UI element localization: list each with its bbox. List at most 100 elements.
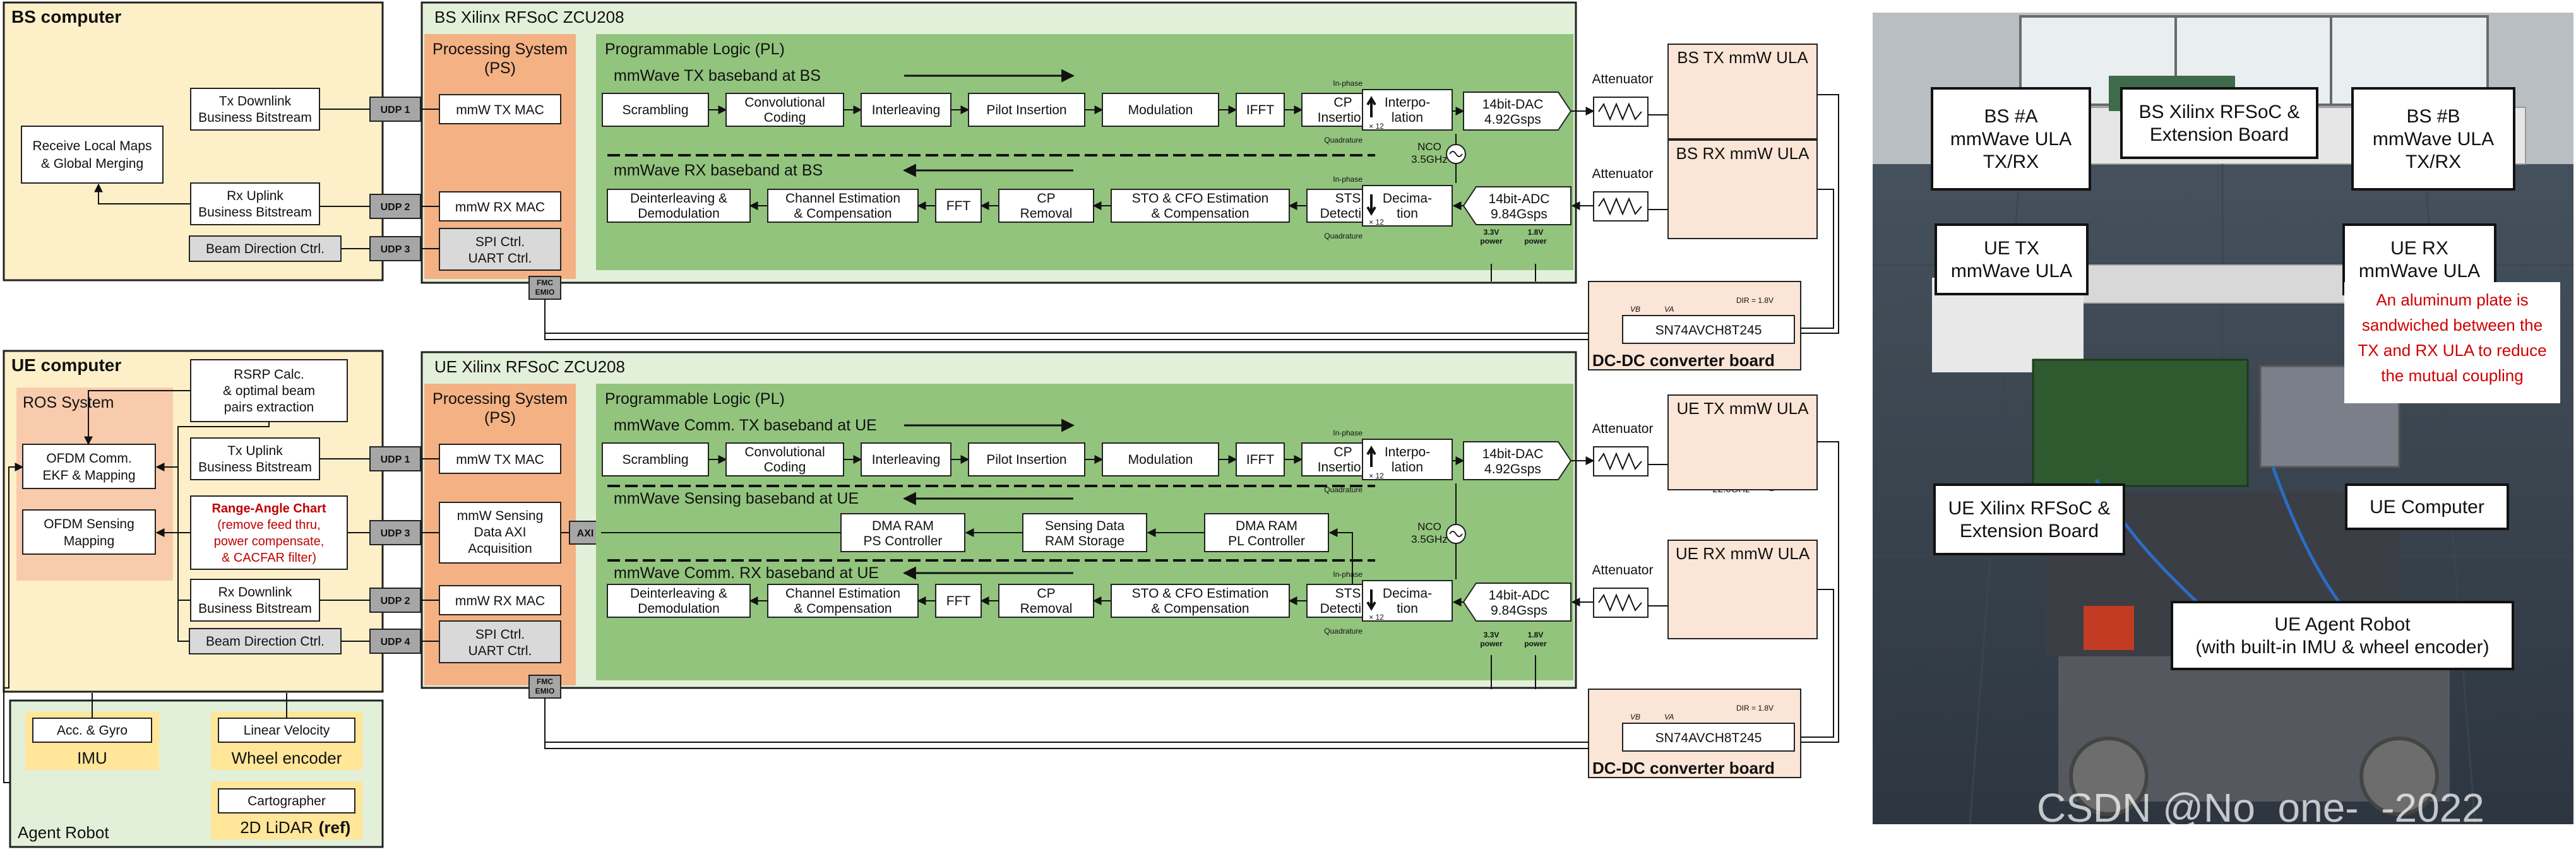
ue-rx-mac: mmW RX MAC (439, 585, 561, 615)
attenuator-tx: Attenuator (1592, 72, 1653, 127)
bs-computer-panel: BS computer Tx Downlink Business Bitstre… (3, 1, 421, 281)
ros-title: ROS System (23, 394, 114, 411)
svg-text:Modulation: Modulation (1128, 453, 1193, 467)
svg-text:mmWave ULA: mmWave ULA (2373, 129, 2494, 150)
svg-text:Scrambling: Scrambling (622, 453, 688, 467)
svg-text:lation: lation (1392, 460, 1423, 475)
svg-text:4.92Gsps: 4.92Gsps (1484, 462, 1541, 476)
rx-fft-block: FFT (935, 584, 982, 618)
svg-text:14bit-ADC: 14bit-ADC (1489, 588, 1550, 603)
svg-text:UE TX mmW ULA: UE TX mmW ULA (1677, 399, 1810, 418)
tx-ifft-block: IFFT (1236, 442, 1285, 476)
svg-text:AXI: AXI (577, 528, 594, 539)
ue-sensing-title: mmWave Sensing baseband at UE (614, 490, 859, 507)
svg-text:Scrambling: Scrambling (622, 103, 688, 117)
svg-text:PS Controller: PS Controller (864, 534, 943, 548)
bs-rx-uplink-block: Rx Uplink Business Bitstream (190, 182, 320, 225)
imu-label: IMU (77, 748, 107, 767)
svg-text:STS: STS (1335, 586, 1361, 601)
svg-text:14bit-DAC: 14bit-DAC (1482, 447, 1544, 461)
svg-text:Extension Board: Extension Board (1960, 521, 2099, 541)
svg-text:& Compensation: & Compensation (794, 601, 891, 616)
svg-text:& optimal beam: & optimal beam (223, 384, 315, 398)
ue-tx-chain: ScramblingConvolutionalCodingInterleavin… (602, 429, 1453, 494)
svg-text:Coding: Coding (764, 110, 806, 125)
tx-scrambling-block: Scrambling (602, 93, 709, 127)
tx-pilot-insertion-block: Pilot Insertion (968, 442, 1085, 476)
svg-text:VA: VA (1664, 713, 1674, 721)
tx-interleaving-block: Interleaving (861, 442, 951, 476)
svg-text:× 12: × 12 (1369, 122, 1384, 131)
ue-spi-ctrl: SPI Ctrl.UART Ctrl. (439, 620, 561, 663)
svg-text:FFT: FFT (946, 199, 971, 213)
acc-gyro-block: Acc. & Gyro (32, 718, 152, 743)
svg-text:× 12: × 12 (1369, 471, 1384, 480)
tx-scrambling-block: Scrambling (602, 442, 709, 476)
svg-text:14bit-ADC: 14bit-ADC (1489, 192, 1550, 206)
ofdm-sensing-block: OFDM Sensing Mapping (22, 509, 156, 555)
bs-rfsoc-board: BS Xilinx RFSoC ZCU208 Processing System… (420, 1, 1577, 300)
svg-text:SPI Ctrl.: SPI Ctrl. (475, 627, 525, 642)
svg-text:SPI Ctrl.: SPI Ctrl. (475, 235, 525, 249)
svg-text:mmWave ULA: mmWave ULA (1950, 129, 2072, 150)
rx-deinterleaving-block: Deinterleaving &Demodulation (607, 189, 751, 223)
svg-text:UART Ctrl.: UART Ctrl. (468, 251, 532, 266)
svg-text:Data AXI: Data AXI (474, 525, 527, 540)
svg-text:× 12: × 12 (1369, 218, 1384, 227)
svg-text:STO & CFO Estimation: STO & CFO Estimation (1132, 586, 1269, 601)
svg-text:9.84Gsps: 9.84Gsps (1491, 207, 1547, 222)
rsrp-block: RSRP Calc. & optimal beam pairs extracti… (190, 359, 348, 422)
svg-text:power: power (1480, 237, 1503, 246)
svg-text:Beam Direction Ctrl.: Beam Direction Ctrl. (206, 242, 325, 256)
ue-dcdc-title: DC-DC converter board (1592, 759, 1775, 778)
svg-text:Decima-: Decima- (1383, 191, 1432, 206)
svg-text:Demodulation: Demodulation (638, 601, 720, 616)
ue-computer-panel: UE computer ROS System RSRP Calc. & opti… (3, 350, 421, 693)
ue-udp2: UDP 2 (369, 588, 421, 613)
svg-text:DIR = 1.8V: DIR = 1.8V (1736, 704, 1774, 713)
svg-text:BS #B: BS #B (2406, 106, 2460, 127)
svg-text:UE Xilinx RFSoC &: UE Xilinx RFSoC & (1948, 498, 2111, 519)
svg-text:STO & CFO Estimation: STO & CFO Estimation (1132, 191, 1269, 206)
svg-text:UDP 3: UDP 3 (381, 528, 410, 539)
photo-label-6: UE Xilinx RFSoC &Extension Board (1933, 483, 2125, 555)
svg-text:Attenuator: Attenuator (1592, 422, 1654, 436)
svg-text:mmW RX MAC: mmW RX MAC (455, 200, 545, 215)
lidar-ref: (ref) (319, 818, 351, 837)
ue-tx-chain-title: mmWave Comm. TX baseband at UE (614, 417, 877, 434)
svg-text:(remove feed thru,: (remove feed thru, (217, 518, 320, 532)
bs-beam-ctrl-block: Beam Direction Ctrl. (189, 235, 342, 262)
ue-tx-mac: mmW TX MAC (439, 444, 561, 474)
svg-text:UE RX: UE RX (2390, 238, 2448, 259)
svg-text:the mutual coupling: the mutual coupling (2381, 366, 2523, 385)
svg-text:UDP 1: UDP 1 (381, 454, 410, 465)
svg-text:TX and RX ULA to reduce: TX and RX ULA to reduce (2358, 341, 2546, 360)
svg-text:CP: CP (1037, 586, 1055, 601)
svg-text:mmW RX MAC: mmW RX MAC (455, 594, 545, 608)
svg-text:Linear Velocity: Linear Velocity (244, 723, 330, 738)
svg-text:tion: tion (1397, 206, 1418, 221)
svg-text:& Compensation: & Compensation (1151, 206, 1249, 221)
tx-ifft-block: IFFT (1236, 93, 1285, 127)
svg-text:power compensate,: power compensate, (214, 535, 325, 548)
svg-text:Business Bitstream: Business Bitstream (198, 601, 312, 616)
svg-text:DIR = 1.8V: DIR = 1.8V (1736, 296, 1774, 305)
svg-text:UE Computer: UE Computer (2370, 497, 2484, 518)
tx-modulation-block: Modulation (1102, 442, 1219, 476)
decimation-block: Decima-tion × 12 (1362, 185, 1453, 227)
svg-text:× 12: × 12 (1369, 613, 1384, 622)
svg-text:Channel Estimation: Channel Estimation (785, 191, 900, 206)
svg-text:Business Bitstream: Business Bitstream (198, 110, 312, 125)
svg-text:Insertion: Insertion (1318, 460, 1369, 475)
ue-rfsoc-title: UE Xilinx RFSoC ZCU208 (434, 357, 625, 376)
photo-label-7: UE Computer (2345, 483, 2509, 530)
svg-text:Acc. & Gyro: Acc. & Gyro (57, 723, 128, 738)
ue-udp3: UDP 3 (369, 520, 421, 545)
